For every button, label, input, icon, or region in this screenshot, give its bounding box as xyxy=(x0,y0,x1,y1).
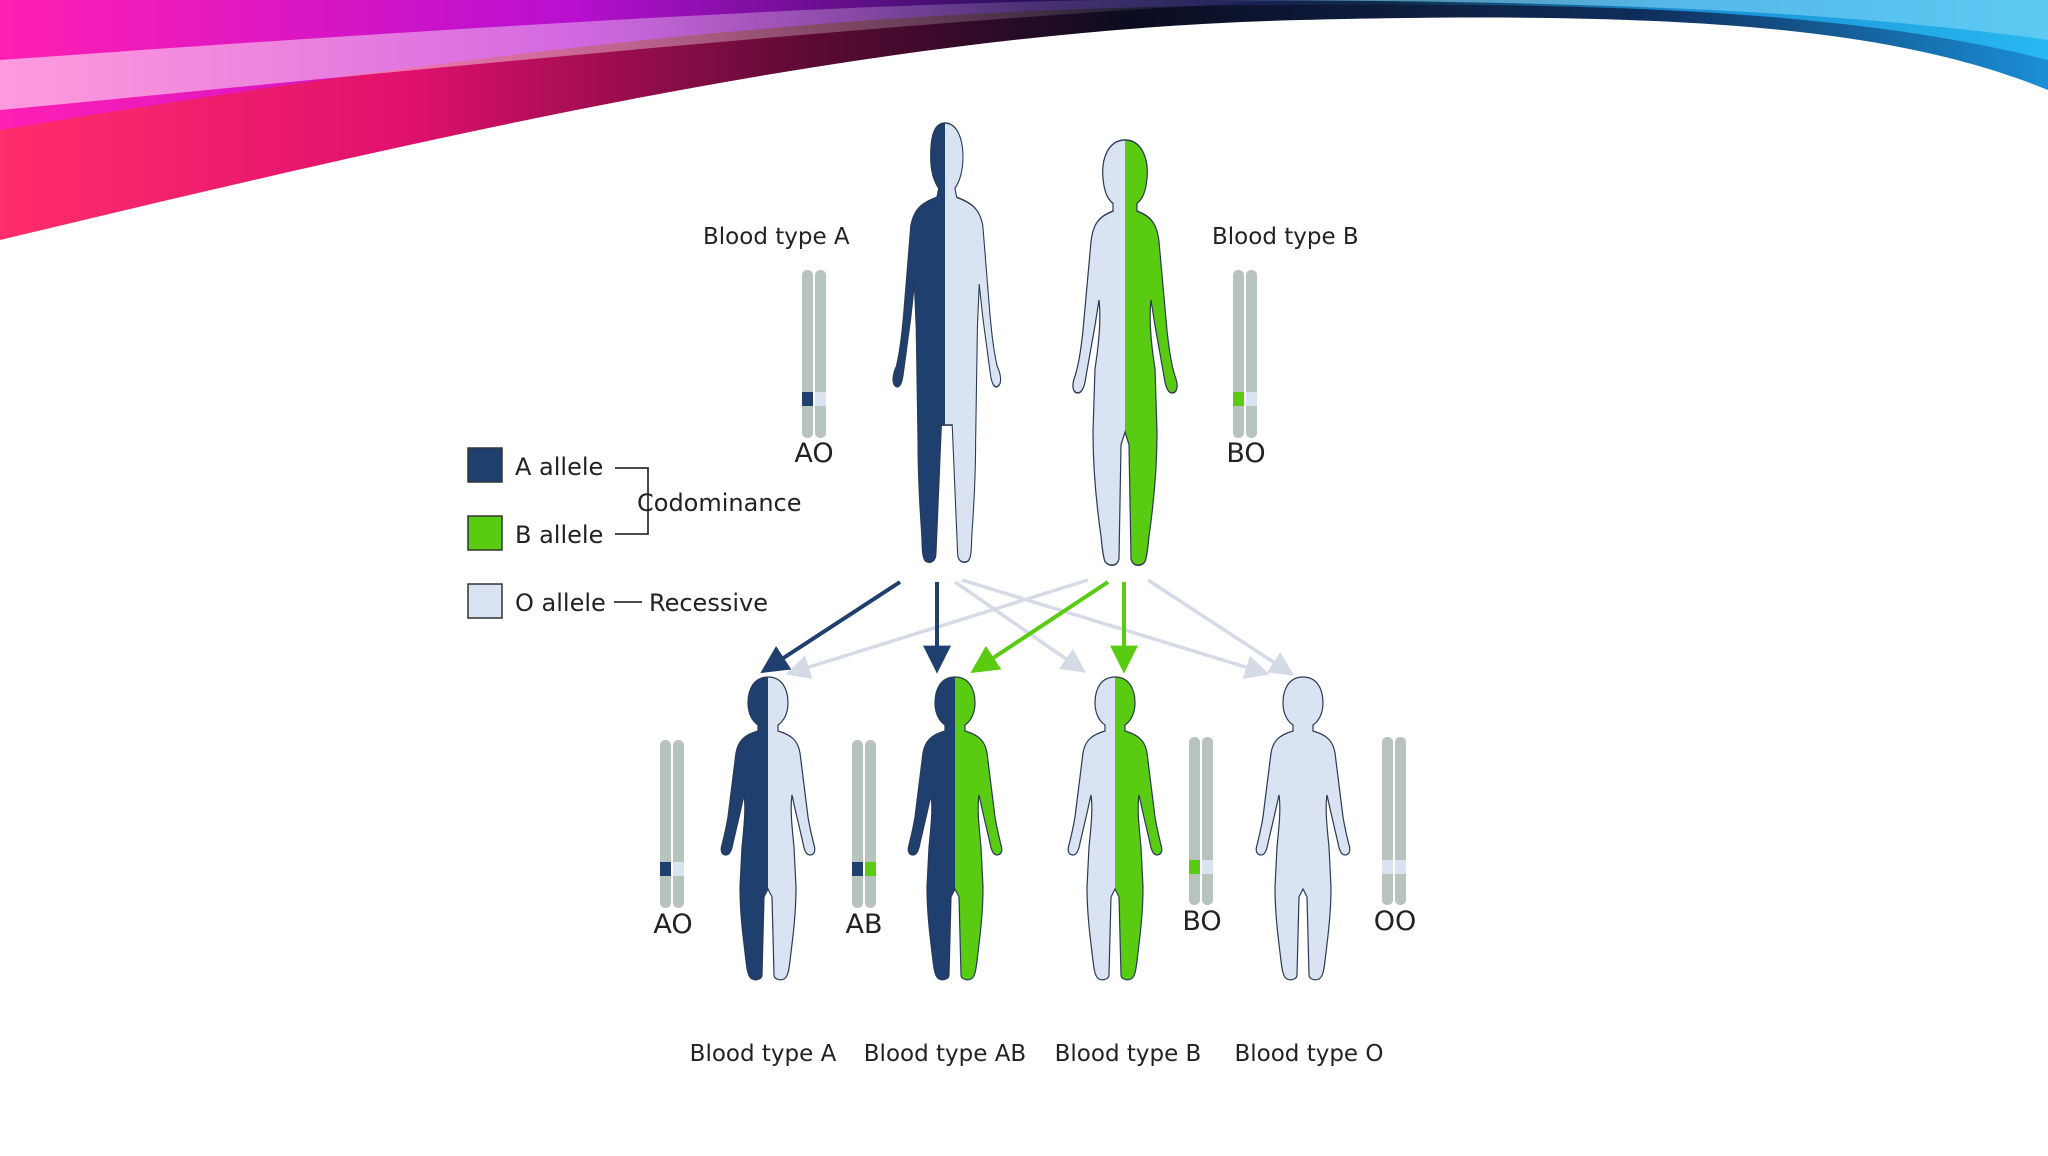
father-blood-type-label: Blood type A xyxy=(703,224,850,250)
child-type-ab-figure xyxy=(907,676,1003,981)
mother-blood-type-label: Blood type B xyxy=(1212,224,1359,250)
legend-recessive-label: Recessive xyxy=(649,589,768,617)
legend: A allele B allele O allele Codominance R… xyxy=(467,447,802,619)
legend-a-label: A allele xyxy=(515,453,603,481)
legend-a-swatch xyxy=(467,447,503,483)
child-ab-blood-type-label: Blood type AB xyxy=(864,1041,1026,1067)
father-chromosome-pair xyxy=(802,270,826,438)
father-figure xyxy=(892,122,1002,564)
child-o-genotype: OO xyxy=(1374,906,1417,937)
child-a-genotype: AO xyxy=(653,909,692,940)
child-o-blood-type-label: Blood type O xyxy=(1234,1041,1383,1067)
legend-codominance-label: Codominance xyxy=(637,489,802,517)
child-type-a-figure xyxy=(720,676,816,981)
header-ribbon xyxy=(0,0,2048,240)
child-ab-chromosome-pair xyxy=(852,740,876,908)
child-type-o-figure xyxy=(1255,676,1351,981)
legend-b-label: B allele xyxy=(515,521,603,549)
child-b-genotype: BO xyxy=(1182,906,1221,937)
legend-o-label: O allele xyxy=(515,589,606,617)
codominance-bracket xyxy=(615,467,649,535)
father-genotype: AO xyxy=(794,438,833,469)
child-ab-genotype: AB xyxy=(846,909,883,940)
child-a-chromosome-pair xyxy=(660,740,684,908)
child-type-b-figure xyxy=(1067,676,1163,981)
legend-b-swatch xyxy=(467,515,503,551)
mother-chromosome-pair xyxy=(1233,270,1257,438)
child-o-chromosome-pair xyxy=(1382,737,1406,905)
legend-o-swatch xyxy=(467,583,503,619)
inheritance-arrows xyxy=(760,578,1295,679)
child-b-chromosome-pair xyxy=(1189,737,1213,905)
mother-figure xyxy=(1072,139,1178,566)
child-a-blood-type-label: Blood type A xyxy=(690,1041,837,1067)
mother-genotype: BO xyxy=(1226,438,1265,469)
child-b-blood-type-label: Blood type B xyxy=(1055,1041,1202,1067)
